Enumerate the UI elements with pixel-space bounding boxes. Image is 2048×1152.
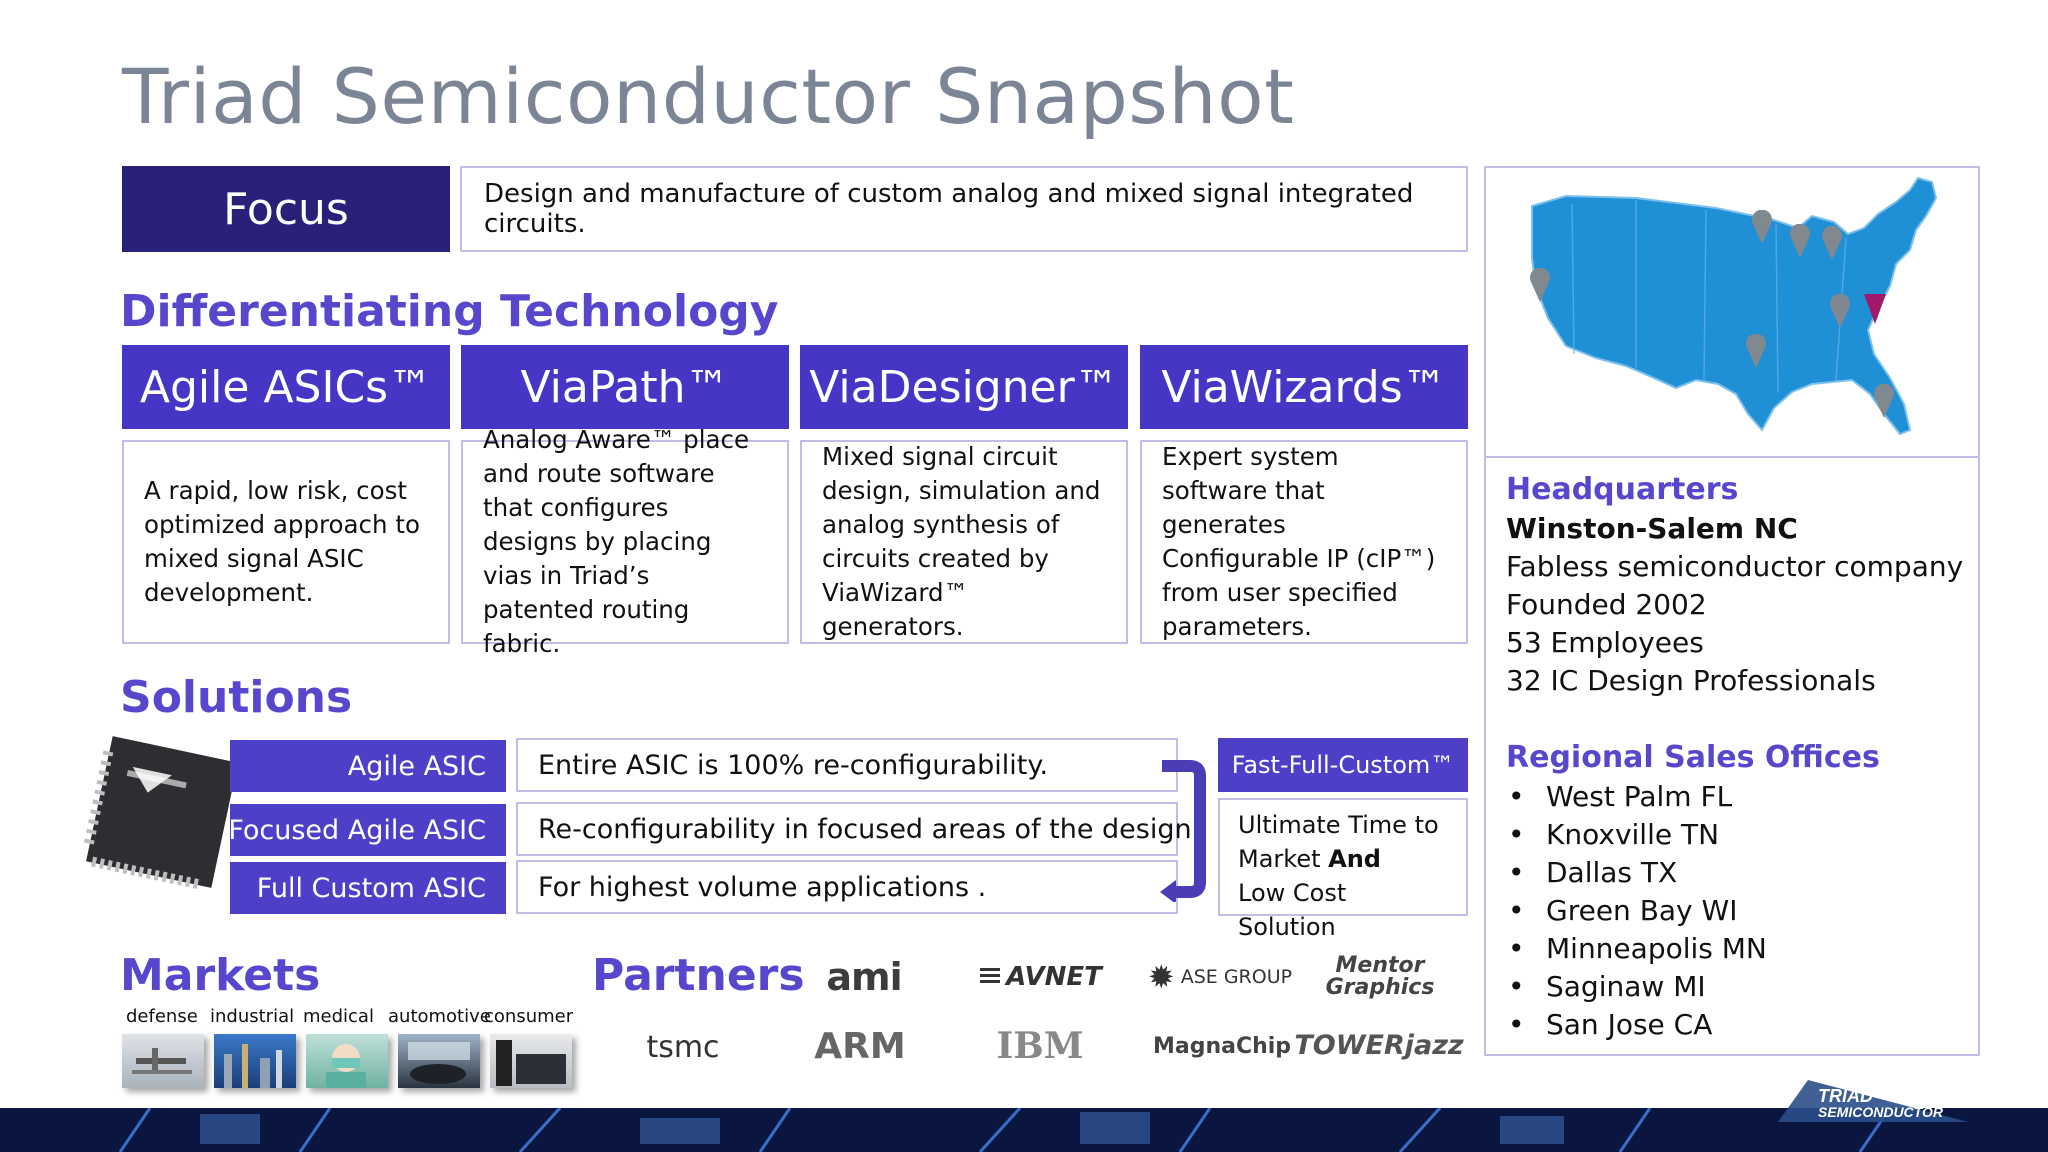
partner-logo-magnachip: MagnaChip — [1152, 1033, 1292, 1059]
partner-logo-towerjazz: TOWERjazz — [1294, 1029, 1464, 1061]
logo-line-2: SEMICONDUCTOR — [1818, 1104, 1943, 1120]
tech-viapath-header: ViaPath™ — [461, 345, 789, 429]
tech-agile-asics-header: Agile ASICs™ — [122, 345, 450, 429]
chip-image — [83, 734, 240, 890]
partner-logo-ami: ami — [826, 955, 902, 999]
solution-full-custom-asic-description: For highest volume applications . — [516, 860, 1178, 914]
market-image-defense — [122, 1034, 204, 1088]
solution-agile-asic-label: Agile ASIC — [230, 740, 506, 792]
partner-logo-mentor-graphics: Mentor Graphics — [1325, 953, 1435, 1000]
triad-logo: TRIAD SEMICONDUCTOR — [1768, 1078, 1968, 1126]
bullet-icon: • — [1508, 894, 1525, 927]
hq-line: 53 Employees — [1506, 626, 1704, 659]
tech-viapath-description: Analog Aware™ place and route software t… — [461, 425, 789, 658]
ase-gear-icon: ✹ — [1147, 958, 1175, 996]
bullet-icon: • — [1508, 818, 1525, 851]
map-pin-icon — [1790, 224, 1810, 258]
partner-logo-ibm: IBM — [996, 1025, 1084, 1067]
office-item: •Minneapolis MN — [1506, 930, 1976, 968]
solutions-heading: Solutions — [120, 672, 353, 723]
page-title: Triad Semiconductor Snapshot — [122, 52, 1295, 141]
ffc-line-1: Ultimate Time to — [1238, 811, 1439, 839]
fast-full-custom-label: Fast-Full-Custom™ — [1218, 738, 1468, 792]
market-image-consumer — [490, 1034, 572, 1088]
offices-heading: Regional Sales Offices — [1506, 740, 1880, 775]
hq-line: 32 IC Design Professionals — [1506, 664, 1876, 697]
company-info-panel — [1484, 166, 1980, 1056]
technology-heading: Differentiating Technology — [120, 286, 779, 337]
ffc-line-2: Market And — [1238, 845, 1381, 873]
map-pin-icon — [1874, 384, 1894, 418]
office-item: •San Jose CA — [1506, 1006, 1976, 1044]
solution-agile-asic-description: Entire ASIC is 100% re-configurability. — [516, 738, 1178, 792]
tech-viawizards-header: ViaWizards™ — [1140, 345, 1468, 429]
hq-line: Founded 2002 — [1506, 588, 1707, 621]
hq-pin-icon — [1864, 294, 1886, 324]
bullet-icon: • — [1508, 780, 1525, 813]
us-map — [1486, 168, 1978, 458]
map-pin-icon — [1830, 294, 1850, 328]
market-image-automotive — [398, 1034, 480, 1088]
market-label-consumer: consumer — [484, 1006, 574, 1027]
bullet-icon: • — [1508, 1008, 1525, 1041]
bullet-icon: • — [1508, 856, 1525, 889]
bullet-icon: • — [1508, 932, 1525, 965]
partner-logo-avnet: AVNET — [970, 956, 1112, 998]
headquarters-info: Headquarters Winston-Salem NC Fabless se… — [1506, 470, 1976, 700]
solution-full-custom-asic-label: Full Custom ASIC — [230, 862, 506, 914]
footer-banner — [0, 1108, 2048, 1152]
tech-viadesigner-header: ViaDesigner™ — [800, 345, 1128, 429]
office-item: •Dallas TX — [1506, 854, 1976, 892]
headquarters-city: Winston-Salem NC — [1506, 512, 1798, 545]
headquarters-heading: Headquarters — [1506, 472, 1739, 507]
office-item: •Knoxville TN — [1506, 816, 1976, 854]
focus-description: Design and manufacture of custom analog … — [460, 166, 1468, 252]
markets-heading: Markets — [120, 950, 321, 1001]
solution-focused-agile-asic-description: Re-configurability in focused areas of t… — [516, 802, 1200, 856]
tech-viawizards-description: Expert system software that generates Co… — [1140, 440, 1468, 644]
market-label-automotive: automotive — [388, 1006, 491, 1027]
logo-line-1: TRIAD — [1818, 1086, 1873, 1106]
partners-heading: Partners — [592, 950, 805, 1001]
office-item: •West Palm FL — [1506, 778, 1976, 816]
tech-viadesigner-description: Mixed signal circuit design, simulation … — [800, 440, 1128, 644]
regional-sales-offices: Regional Sales Offices •West Palm FL •Kn… — [1506, 738, 1976, 1044]
market-image-industrial — [214, 1034, 296, 1088]
market-image-medical — [306, 1034, 388, 1088]
ffc-line-3: Low Cost Solution — [1238, 879, 1347, 941]
office-item: •Green Bay WI — [1506, 892, 1976, 930]
partner-logo-tsmc: tsmc — [646, 1029, 720, 1065]
market-label-industrial: industrial — [210, 1006, 295, 1027]
hq-line: Fabless semiconductor company — [1506, 550, 1964, 583]
tech-agile-asics-description: A rapid, low risk, cost optimized approa… — [122, 440, 450, 644]
fast-full-custom-description: Ultimate Time to Market And Low Cost Sol… — [1218, 798, 1468, 941]
map-pin-icon — [1530, 268, 1550, 302]
partner-logo-arm: ARM — [814, 1025, 906, 1067]
market-label-medical: medical — [303, 1006, 374, 1027]
map-pin-icon — [1752, 210, 1772, 244]
office-item: •Saginaw MI — [1506, 968, 1976, 1006]
bracket-arrow-icon — [1158, 756, 1218, 904]
bullet-icon: • — [1508, 970, 1525, 1003]
map-pin-icon — [1746, 334, 1766, 368]
focus-label: Focus — [122, 166, 450, 252]
partner-logo-ase-group: ✹ASE GROUP — [1147, 958, 1293, 996]
map-pin-icon — [1822, 226, 1842, 260]
solution-focused-agile-asic-label: Focused Agile ASIC — [228, 804, 506, 856]
market-label-defense: defense — [126, 1006, 198, 1027]
